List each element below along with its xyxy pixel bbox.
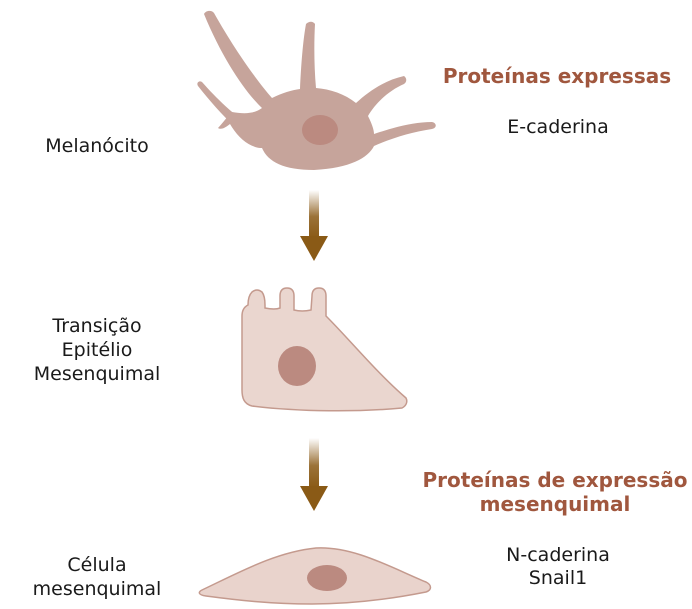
mesenchymal-nucleus xyxy=(307,565,347,591)
mesenchymal-expression-list: N-caderina Snail1 xyxy=(448,544,668,590)
heading-line: Proteínas de expressão xyxy=(422,468,688,492)
protein-item: N-caderina xyxy=(448,544,668,567)
stage-label-mesenchymal: Célula mesenquimal xyxy=(22,553,172,601)
stage-label-line: Melanócito xyxy=(22,134,172,158)
arrow-down-2 xyxy=(300,438,328,511)
emt-cell-body xyxy=(242,288,407,411)
melanocyte-body xyxy=(204,11,436,170)
heading-line: Proteínas expressas xyxy=(438,64,676,88)
stage-label-emt: Transição Epitélio Mesenquimal xyxy=(22,314,172,386)
stage-label-melanocyte: Melanócito xyxy=(22,134,172,158)
stage-label-line: mesenquimal xyxy=(22,577,172,601)
arrow-down-1 xyxy=(300,190,328,261)
stage-label-line: Epitélio xyxy=(22,338,172,362)
protein-item: Snail1 xyxy=(448,567,668,590)
emt-cell xyxy=(242,288,407,411)
mesenchymal-expression-heading: Proteínas de expressão mesenquimal xyxy=(422,468,688,516)
mesenchymal-cell xyxy=(199,548,430,604)
expressed-proteins-list: E-caderina xyxy=(448,116,668,139)
stage-label-line: Transição xyxy=(22,314,172,338)
heading-line: mesenquimal xyxy=(422,492,688,516)
emt-nucleus xyxy=(278,346,316,386)
stage-label-line: Mesenquimal xyxy=(22,362,172,386)
expressed-proteins-heading: Proteínas expressas xyxy=(438,64,676,88)
stage-label-line: Célula xyxy=(22,553,172,577)
melanocyte-nucleus xyxy=(302,115,338,145)
melanocyte-cell xyxy=(197,11,435,170)
protein-item: E-caderina xyxy=(448,116,668,139)
